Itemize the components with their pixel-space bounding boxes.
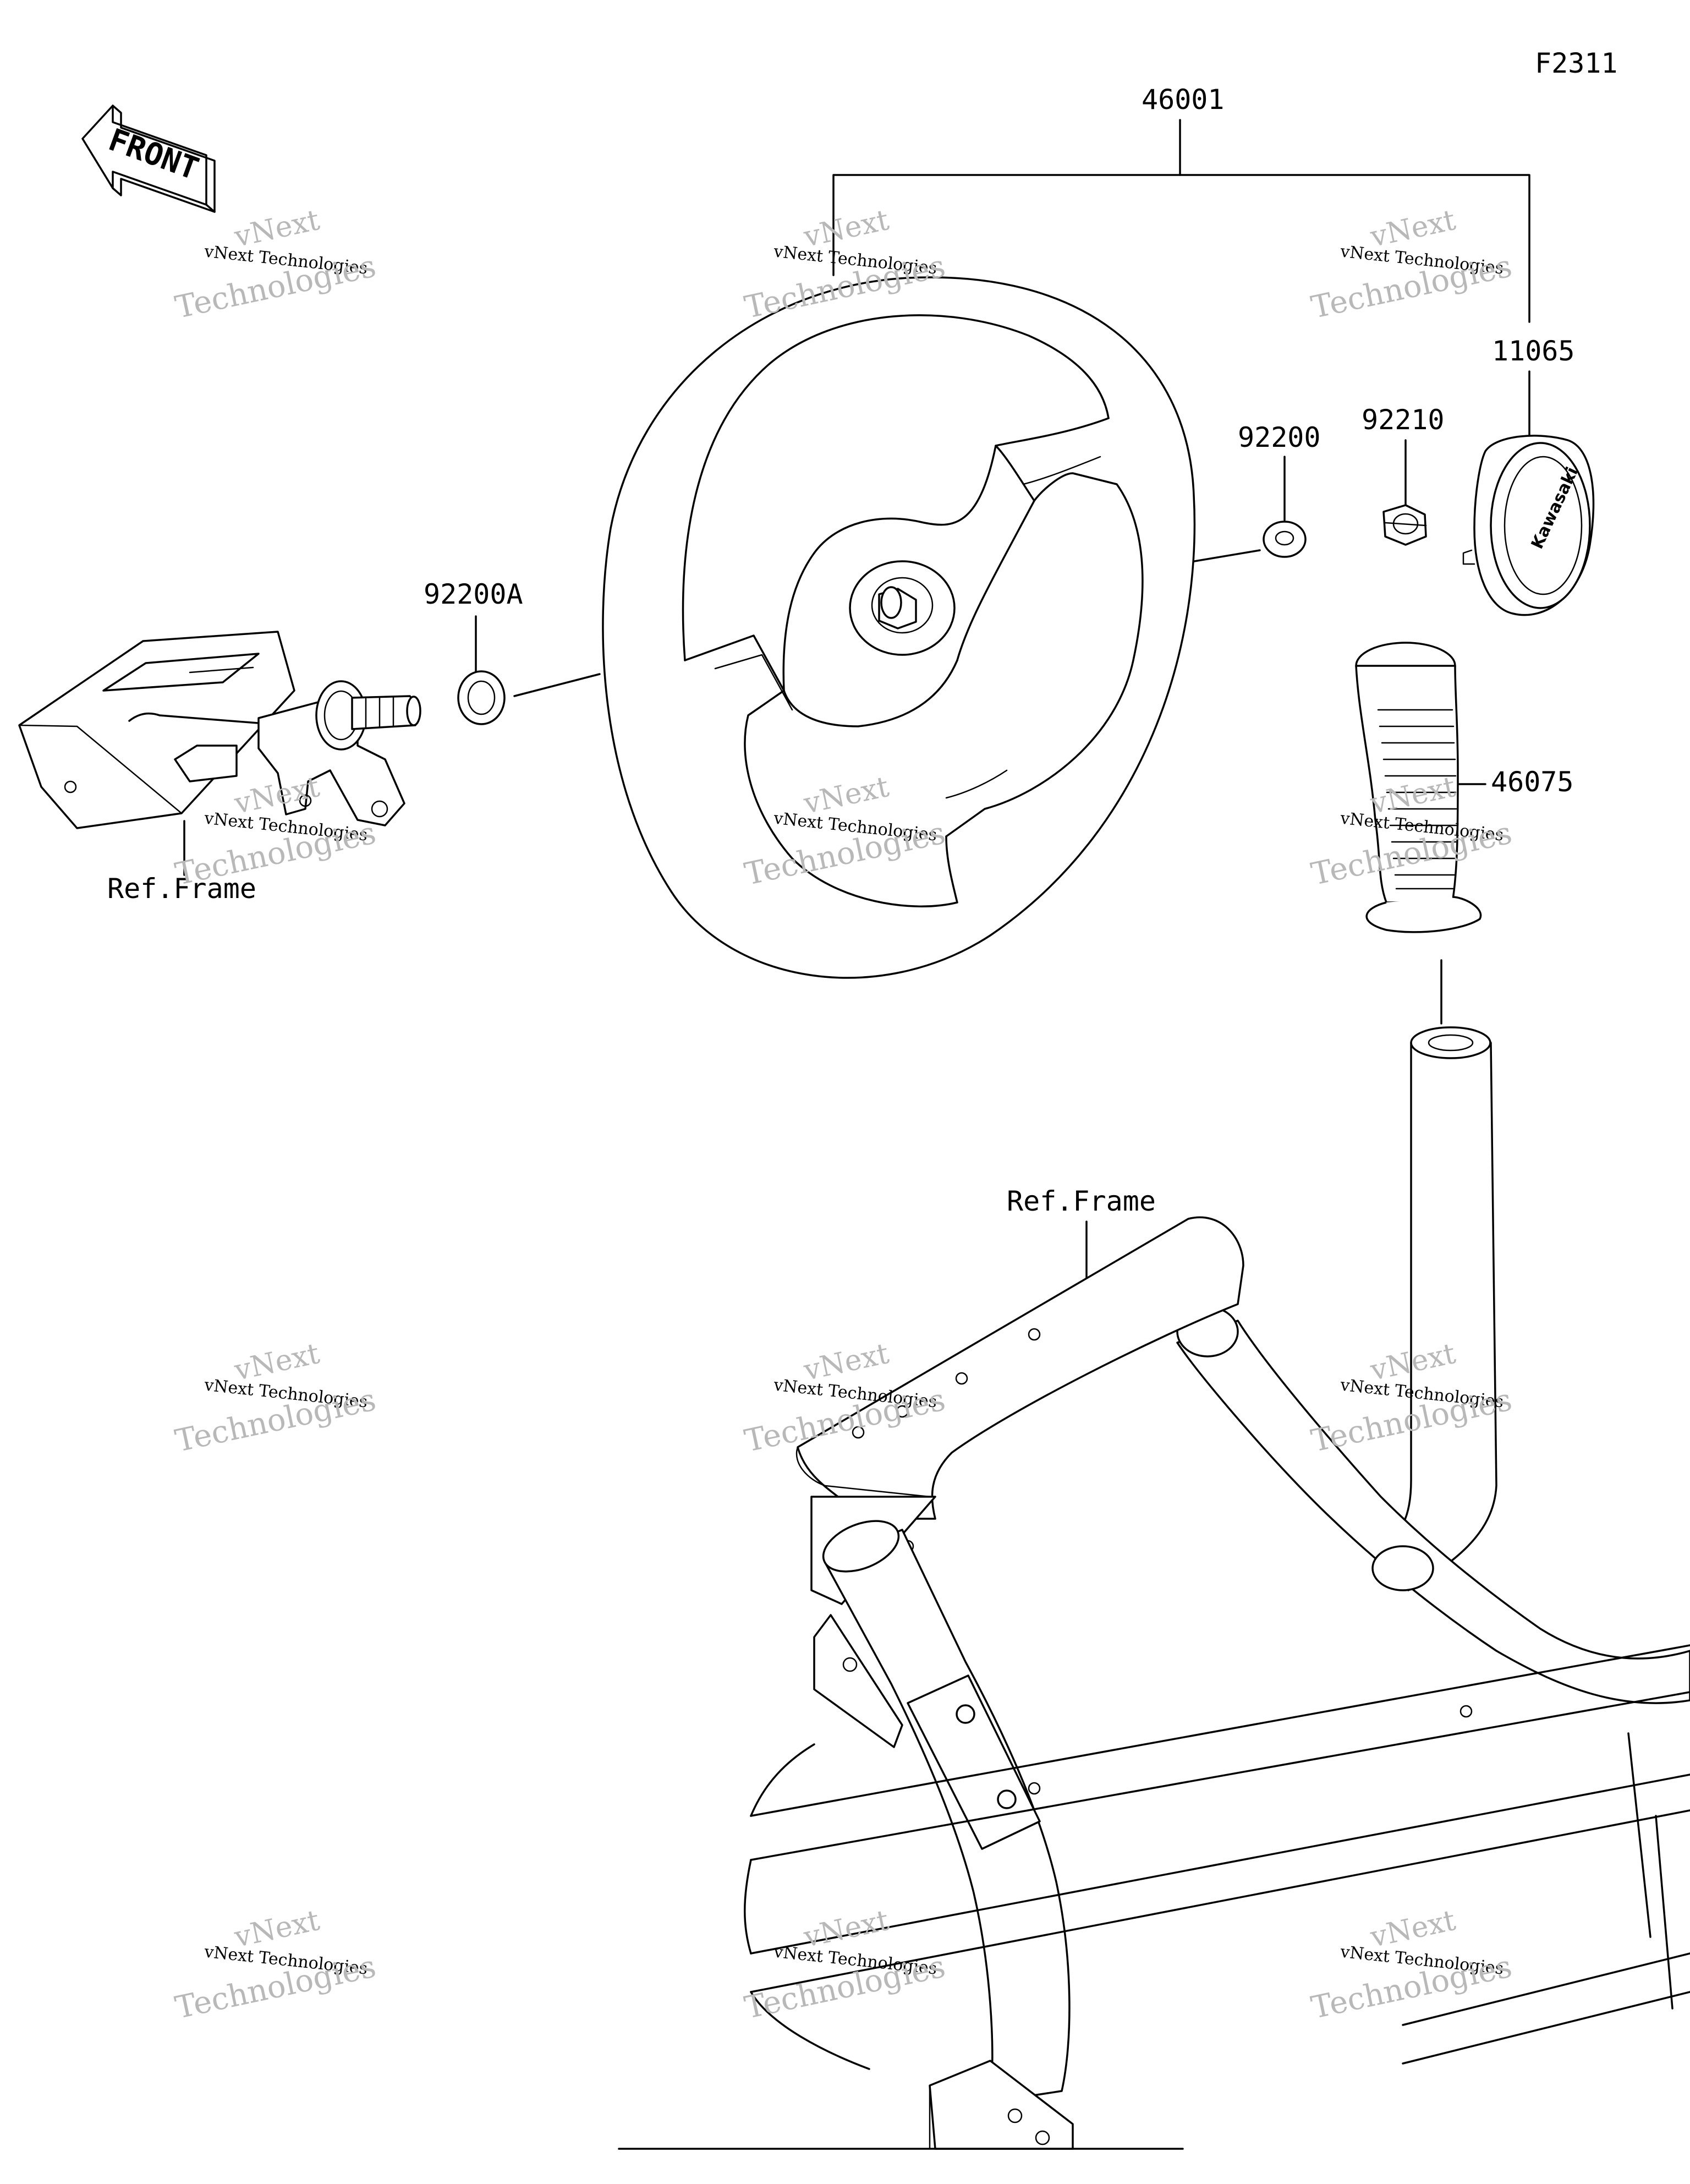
- ref-frame-label-column: Ref.Frame: [107, 873, 256, 905]
- part-label-92210: 92210: [1362, 404, 1445, 436]
- roll-cage-frame: [618, 1026, 1690, 2150]
- nut-92210: [1382, 504, 1427, 546]
- part-label-11065: 11065: [1492, 335, 1575, 367]
- leader-92200A-to-wheel: [513, 673, 601, 697]
- cap-11065: Kawasaki: [1462, 435, 1595, 616]
- part-label-46001: 46001: [1142, 84, 1225, 116]
- washer-92200: [1263, 521, 1307, 558]
- watermark-tile: vNext vNext Technologies Technologies: [1308, 1337, 1515, 1459]
- part-label-92200A: 92200A: [424, 578, 523, 610]
- grip-46075: [1355, 642, 1482, 933]
- part-label-46075: 46075: [1491, 766, 1574, 798]
- watermark-tile: vNext vNext Technologies Technologies: [1308, 204, 1515, 326]
- figure-code: F2311: [1535, 47, 1618, 79]
- part-label-92200: 92200: [1238, 422, 1321, 453]
- watermark-tile: vNext vNext Technologies Technologies: [172, 1337, 379, 1459]
- front-arrow-icon: FRONT: [81, 105, 216, 213]
- watermark-tile: vNext vNext Technologies Technologies: [172, 204, 379, 326]
- kit-bracket-46001: [832, 119, 1530, 323]
- steering-wheel-46001: [602, 276, 1196, 979]
- watermark-tile: vNext vNext Technologies Technologies: [1308, 1904, 1515, 2026]
- steering-column-assembly: [18, 631, 421, 829]
- ref-frame-label-rollcage: Ref.Frame: [1007, 1185, 1156, 1217]
- washer-92200A: [457, 670, 506, 725]
- watermark-tile: vNext vNext Technologies Technologies: [172, 1904, 379, 2026]
